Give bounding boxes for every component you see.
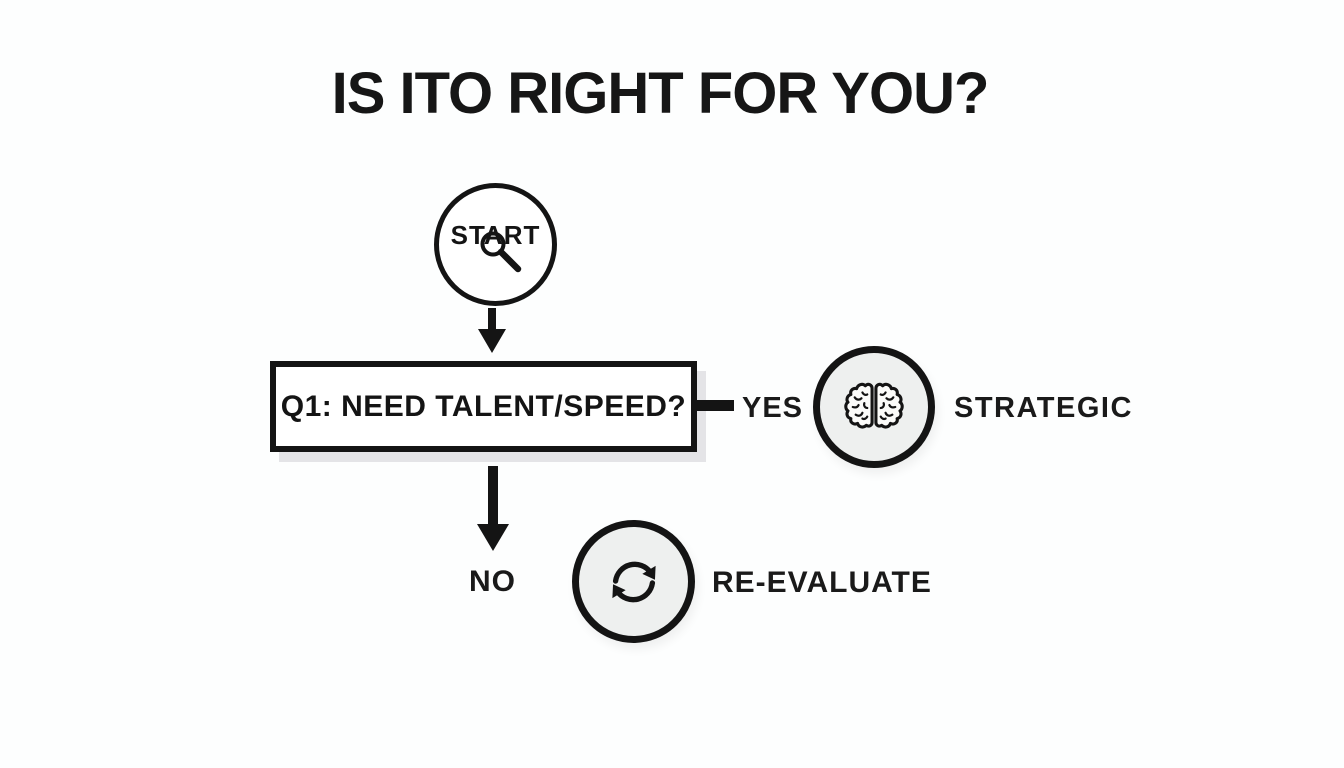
- arrow-down-long-icon: [477, 466, 509, 551]
- no-branch-label: NO: [469, 565, 516, 598]
- arrow-down-icon: [478, 308, 506, 353]
- refresh-icon: [603, 551, 665, 613]
- yes-connector-line: [696, 400, 734, 411]
- reevaluate-outcome-label: RE-EVALUATE: [712, 566, 932, 599]
- strategic-node: [813, 346, 935, 468]
- magnifier-icon: [480, 231, 522, 273]
- strategic-outcome-label: STRATEGIC: [954, 392, 1133, 424]
- brain-icon: [844, 382, 904, 429]
- question-node: Q1: NEED TALENT/SPEED?: [270, 361, 697, 452]
- reevaluate-node: [572, 520, 695, 643]
- start-node: START: [434, 183, 557, 306]
- diagram-title: IS ITO RIGHT FOR YOU?: [331, 61, 990, 126]
- yes-branch-label: YES: [742, 392, 804, 424]
- question-node-label: Q1: NEED TALENT/SPEED?: [280, 389, 687, 423]
